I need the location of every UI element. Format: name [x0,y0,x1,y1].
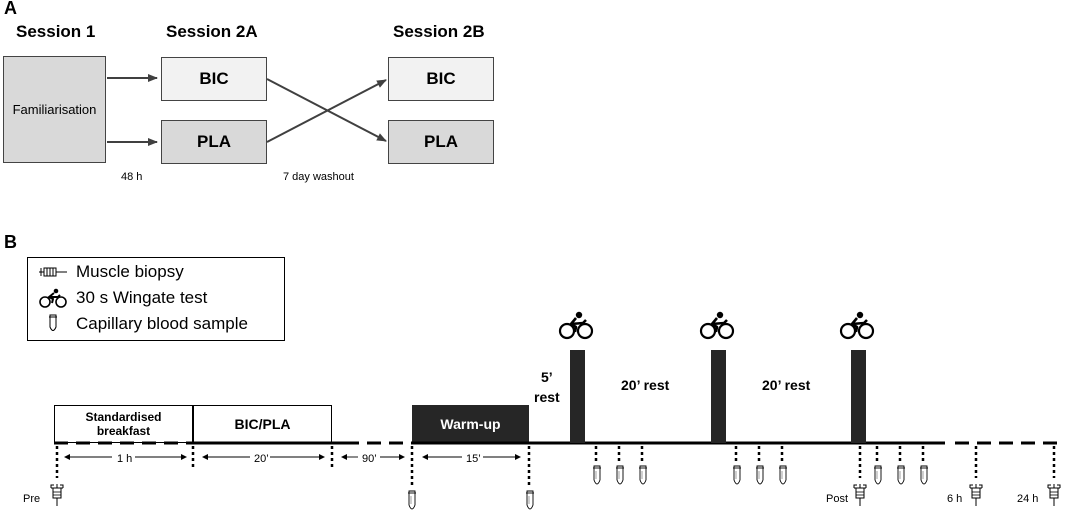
cyclist-icon [699,310,735,340]
breakfast-box: Standardised breakfast [54,405,193,443]
blood-tube-icon [638,465,648,485]
blood-tube-icon [919,465,929,485]
rest-5-line1: 5’ [541,369,553,385]
legend-blood-row: Capillary blood sample [38,312,248,336]
t24h-label: 24 h [1017,493,1039,505]
session-2b-title: Session 2B [393,22,485,41]
session2a-pla-label: PLA [197,132,231,151]
duration-1h-label: 1 h [117,453,133,465]
session2a-pla-box: PLA [161,120,267,164]
legend-biopsy-label: Muscle biopsy [76,262,184,281]
biopsy-needle-icon [1047,483,1061,507]
legend-blood-label: Capillary blood sample [76,314,248,333]
breakfast-label-line1: Standardised [85,410,162,424]
blood-tube-icon [873,465,883,485]
biopsy-needle-icon [969,483,983,507]
wingate-bar-3 [851,350,866,443]
wingate-bar-2 [711,350,726,443]
rest-20b-label: 20’ rest [762,377,811,393]
blood-tube-icon [778,465,788,485]
wingate-bars [570,350,866,443]
panel-b-letter: B [4,232,17,252]
blood-tube-icon [407,490,417,510]
legend-wingate-label: 30 s Wingate test [76,288,208,307]
cyclist-icon [39,288,67,308]
rest-5-label: 5’ rest [534,367,560,407]
blood-tube-icon [525,490,535,510]
panel-a-letter: A [4,0,17,18]
familiarisation-label: Familiarisation [12,102,97,117]
duration-15-label: 15’ [466,453,481,465]
panel-a-arrows [107,74,387,146]
session2b-bic-box: BIC [388,57,494,101]
blood-tube-icon [615,465,625,485]
blood-tube-icon [49,314,57,331]
biopsy-needle-icon [39,267,67,277]
biopsy-needle-icon [853,483,867,507]
warmup-box: Warm-up [412,405,529,443]
interval-48h-label: 48 h [121,171,143,183]
t6h-label: 6 h [947,493,963,505]
session2a-bic-label: BIC [199,69,229,88]
biopsy-needle-icon [50,483,64,507]
blood-tube-icon [732,465,742,485]
session2a-bic-box: BIC [161,57,267,101]
blood-tube-icon [896,465,906,485]
session-1-title: Session 1 [16,22,96,41]
rest-5-line2: rest [534,389,560,405]
bicpla-label: BIC/PLA [234,416,291,432]
session-2a-title: Session 2A [166,22,258,41]
wingate-bar-1 [570,350,585,443]
cyclist-icon [558,310,594,340]
duration-20-label: 20’ [254,453,269,465]
time-markers [55,446,1056,485]
breakfast-label-line2: breakfast [96,424,151,438]
blood-tube-icon [592,465,602,485]
pre-label: Pre [23,493,41,505]
duration-90-label: 90’ [362,453,377,465]
familiarisation-box: Familiarisation [3,56,106,163]
blood-tube-icon [755,465,765,485]
arrow-pla-to-bic [266,79,387,143]
legend-wingate-row: 30 s Wingate test [38,286,207,310]
session2b-pla-box: PLA [388,120,494,164]
legend: Muscle biopsy 30 s Wingate test Capillar… [27,257,285,341]
warmup-label: Warm-up [440,416,501,432]
washout-label: 7 day washout [283,171,354,183]
rest-20a-label: 20’ rest [621,377,670,393]
session2b-pla-label: PLA [424,132,458,151]
legend-biopsy-row: Muscle biopsy [38,260,184,284]
cyclist-icon [839,310,875,340]
post-label: Post [826,493,849,505]
session2b-bic-label: BIC [426,69,456,88]
